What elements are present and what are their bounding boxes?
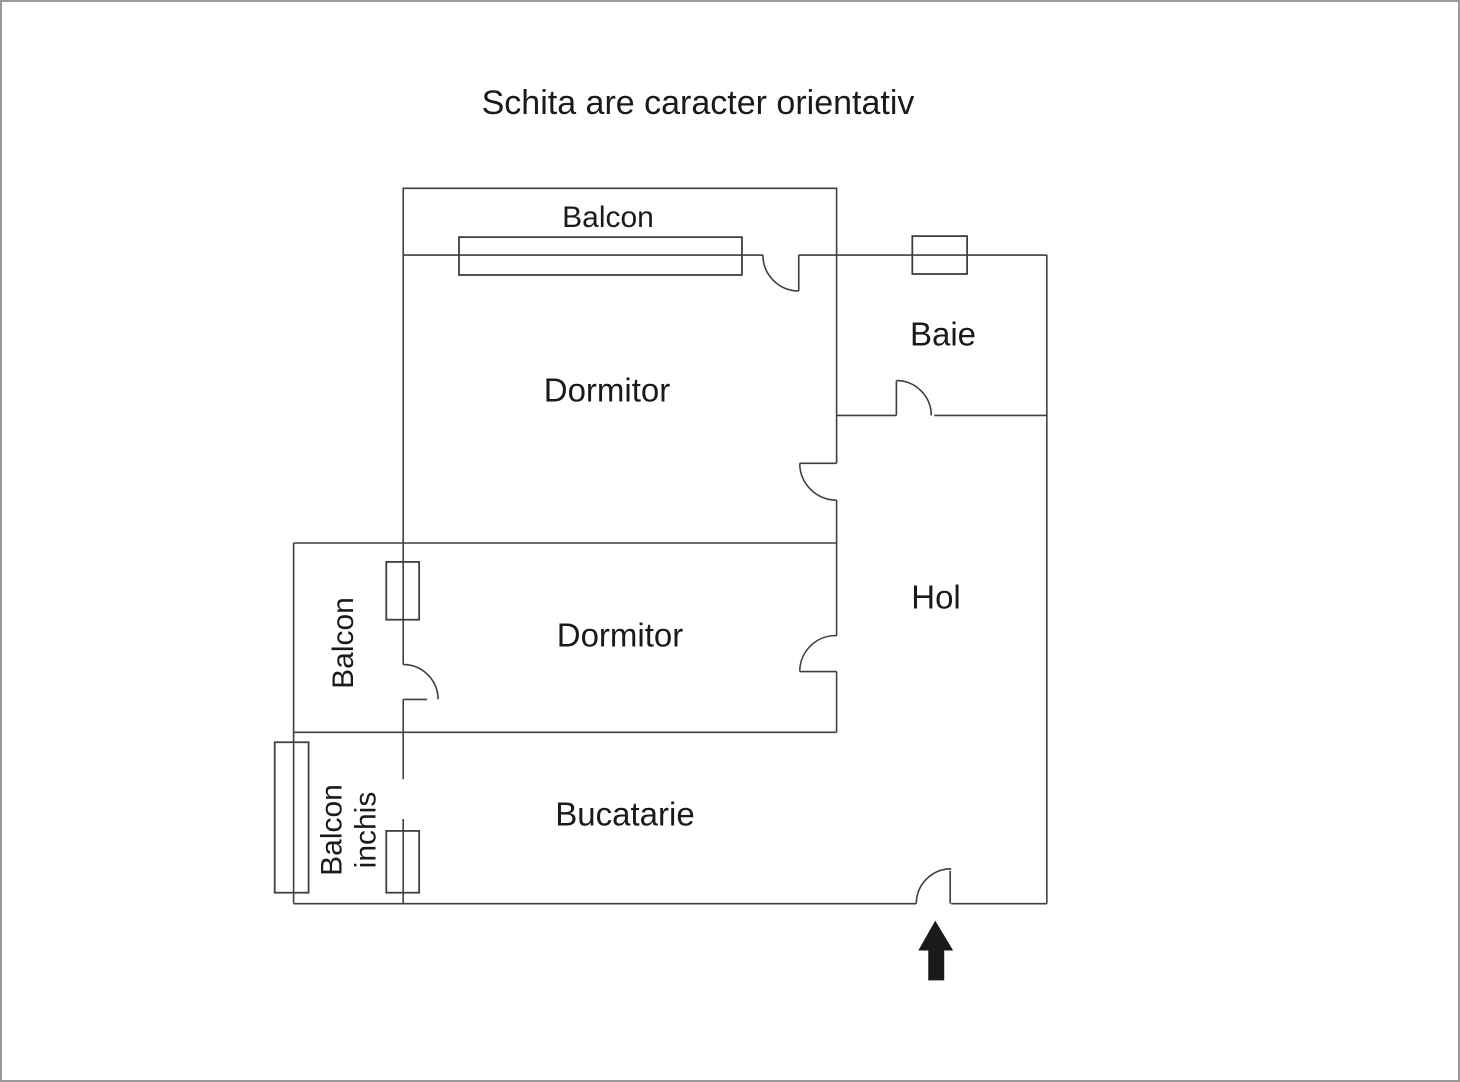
- windows: [273, 235, 969, 894]
- door-baie: [895, 379, 933, 416]
- door-balcon-top: [762, 255, 800, 292]
- walls: [292, 187, 1048, 905]
- room-label-balcon-inchis: Balcon inchis: [315, 784, 382, 876]
- page-title: Schita are caracter orientativ: [481, 83, 915, 122]
- room-label-balcon-left: Balcon: [327, 597, 361, 689]
- door-balcon-left: [403, 663, 439, 701]
- window-balcon-inchis-outer: [273, 741, 310, 894]
- door-swings: [403, 255, 952, 904]
- door-dormitor-upper: [798, 462, 837, 501]
- wall-top-box: [402, 187, 838, 543]
- room-label-balcon-top: Balcon: [562, 201, 654, 235]
- door-entrance: [915, 867, 952, 904]
- room-label-dormitor-middle: Dormitor: [556, 616, 684, 654]
- door-dormitor-middle: [798, 634, 837, 673]
- window-baie: [911, 235, 969, 275]
- window-balcon-left: [385, 561, 421, 621]
- window-balcon-top: [458, 236, 743, 276]
- room-label-baie: Baie: [909, 315, 977, 353]
- window-balcon-inchis-divider: [385, 830, 421, 894]
- entrance-arrow-icon: [918, 920, 954, 981]
- room-label-bucatarie: Bucatarie: [555, 795, 695, 833]
- room-label-hol: Hol: [911, 578, 961, 616]
- room-label-dormitor-upper: Dormitor: [543, 371, 671, 409]
